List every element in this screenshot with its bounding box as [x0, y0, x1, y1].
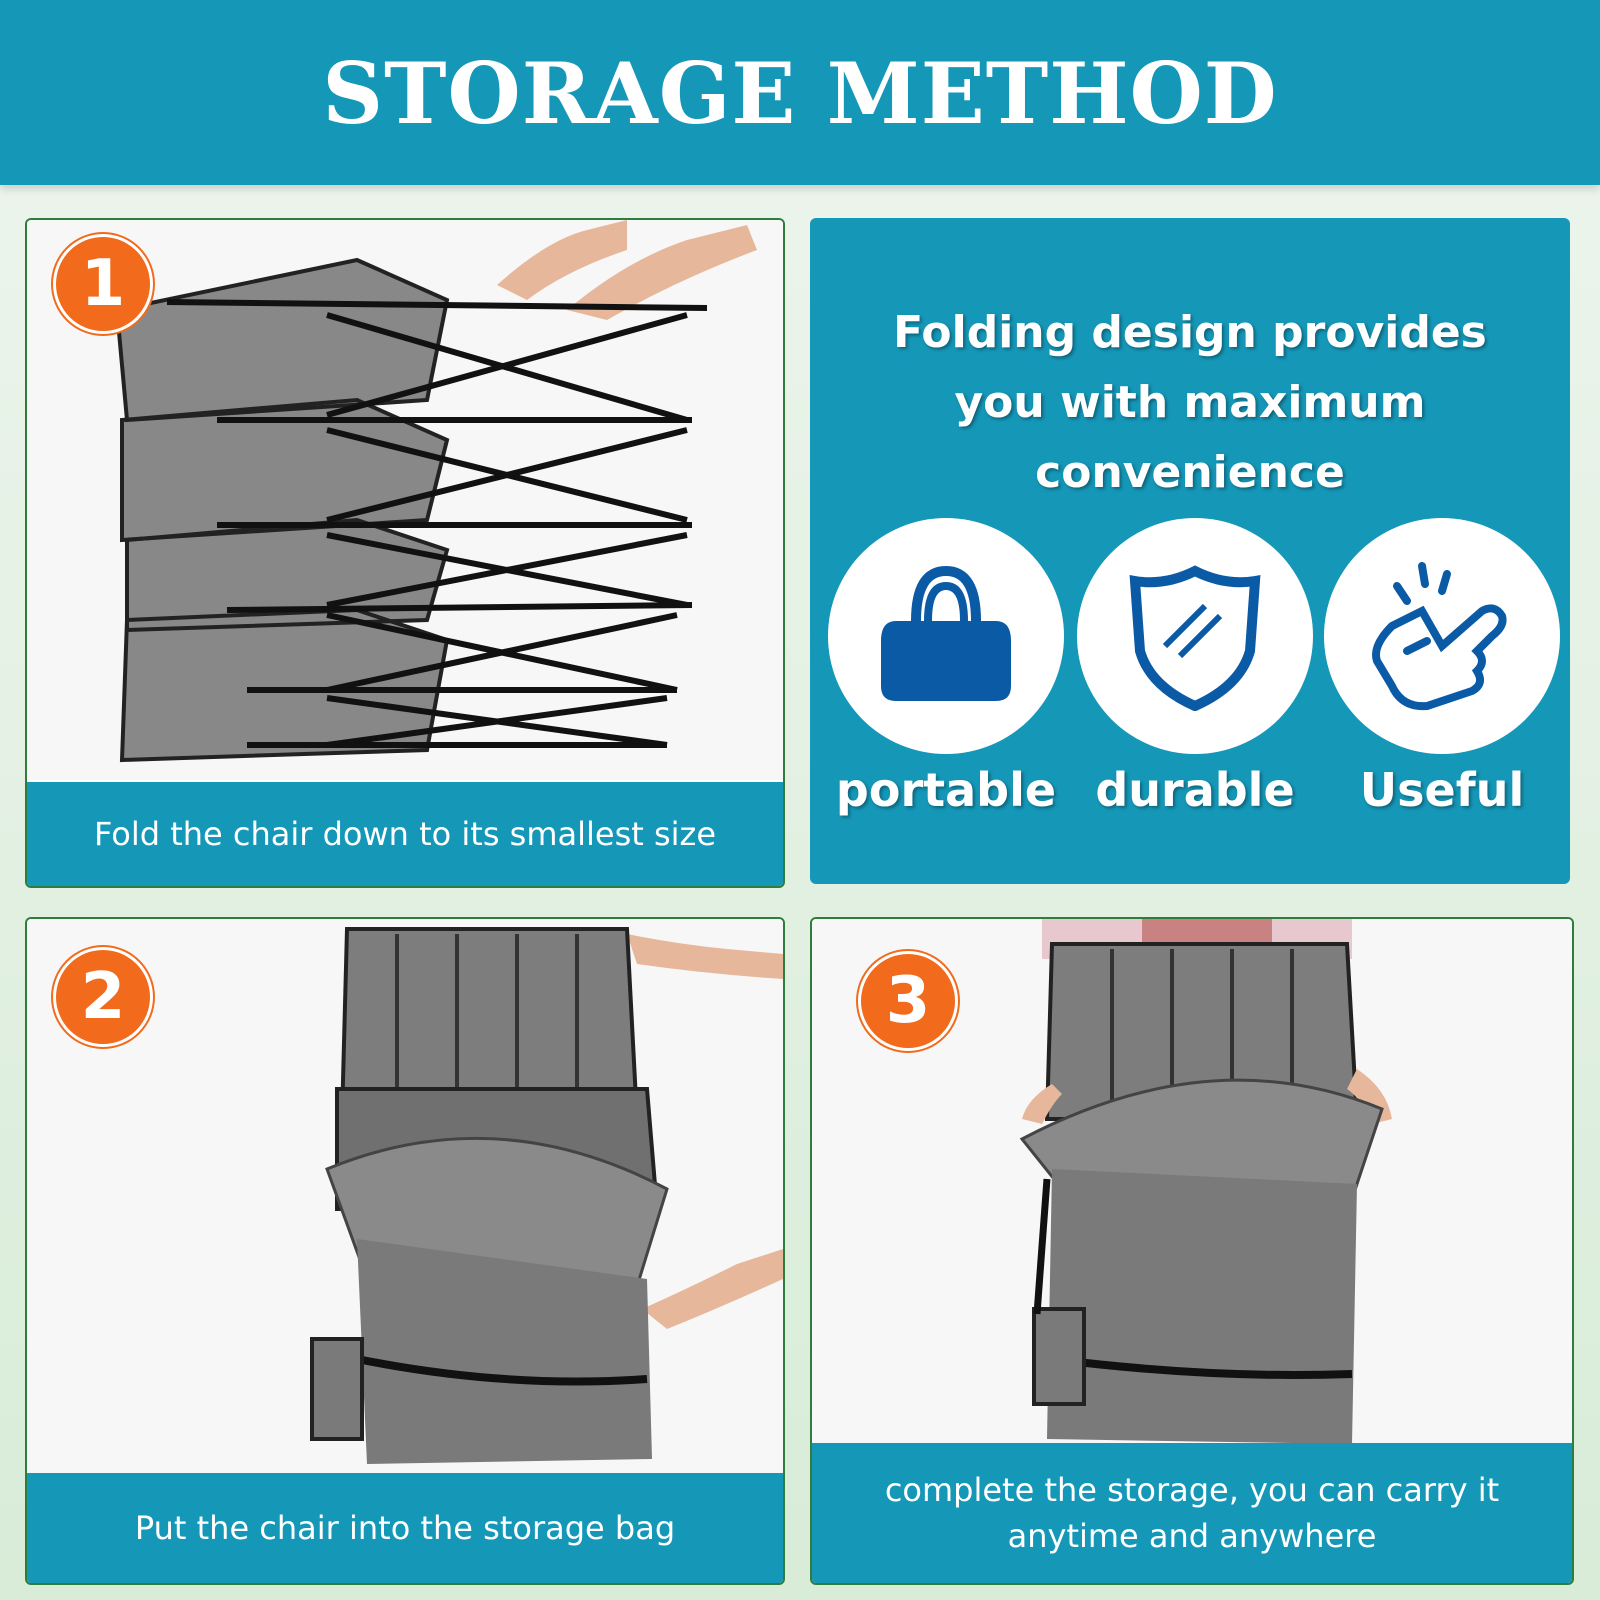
- step-2-badge: 2: [53, 947, 153, 1047]
- chair-into-bag-photo: [27, 919, 783, 1479]
- features-title-line2: you with maximum convenience: [954, 377, 1426, 498]
- shield-icon: [1129, 565, 1261, 711]
- feature-useful-label: Useful: [1359, 763, 1525, 817]
- folded-chair-photo: [27, 220, 783, 780]
- step-2-caption: Put the chair into the storage bag: [27, 1473, 783, 1583]
- features-title: Folding design provides you with maximum…: [810, 298, 1570, 508]
- features-panel: Folding design provides you with maximum…: [810, 218, 1570, 884]
- feature-durable: [1077, 518, 1313, 754]
- step-3-badge: 3: [858, 951, 958, 1051]
- handbag-icon: [881, 565, 1011, 701]
- feature-portable-label: portable: [835, 763, 1057, 817]
- step-1-caption: Fold the chair down to its smallest size: [27, 782, 783, 886]
- step-2-panel: 2 Put the chair into the storage bag: [25, 917, 785, 1585]
- feature-useful: [1324, 518, 1560, 754]
- feature-durable-label: durable: [1095, 763, 1295, 817]
- step-3-caption: complete the storage, you can carry it a…: [812, 1443, 1572, 1583]
- step-3-panel: 3 complete the storage, you can carry it…: [810, 917, 1574, 1585]
- step-1-panel: 1 Fold the chair down to its smallest si…: [25, 218, 785, 888]
- page-title: STORAGE METHOD: [322, 44, 1278, 143]
- header-banner: STORAGE METHOD: [0, 0, 1600, 185]
- step-1-badge: 1: [53, 234, 153, 334]
- features-title-line1: Folding design provides: [893, 307, 1487, 358]
- snap-finger-icon: [1372, 562, 1507, 711]
- feature-portable: [828, 518, 1064, 754]
